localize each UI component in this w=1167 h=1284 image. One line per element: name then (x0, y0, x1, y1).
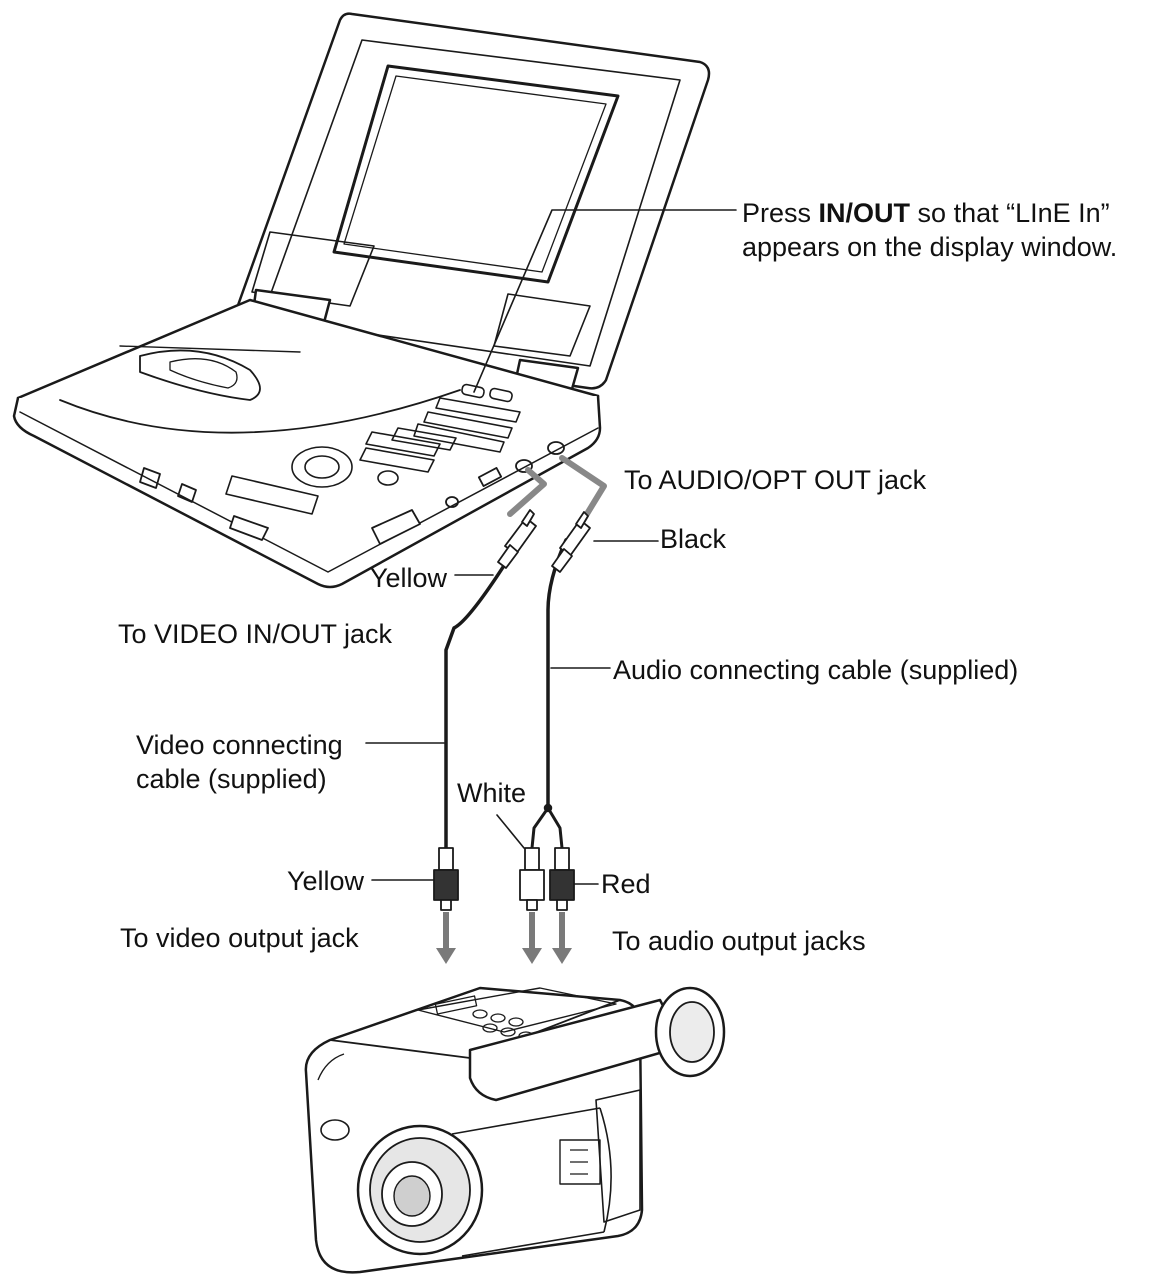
audio-opt-out-jack-label: To AUDIO/OPT OUT jack (624, 465, 927, 495)
video-output-jack-label: To video output jack (120, 923, 359, 953)
video-cable-label-line2: cable (supplied) (136, 764, 327, 794)
white-plug-label: White (457, 778, 527, 808)
video-cable-label-line1: Video connecting (136, 730, 343, 760)
audio-cable (546, 538, 568, 810)
screen (332, 64, 620, 284)
camcorder-illustration (304, 986, 726, 1274)
connection-arrows (436, 912, 572, 964)
rca-plugs (433, 847, 575, 911)
audio-output-jacks-label: To audio output jacks (612, 926, 866, 956)
in-key-label: IN (818, 198, 846, 228)
press-prefix: Press (742, 198, 819, 228)
red-plug-label: Red (601, 869, 651, 899)
yellow-plug-label-bottom: Yellow (287, 866, 365, 896)
video-in-out-jack-label: To VIDEO IN/OUT jack (118, 619, 393, 649)
press-suffix: so that “LInE In” (910, 198, 1110, 228)
leader-lines (365, 209, 737, 885)
audio-cable-label: Audio connecting cable (supplied) (613, 655, 1019, 685)
slash-label: / (845, 198, 854, 228)
press-instruction-line1: Press IN/OUT so that “LInE In” (742, 196, 1110, 230)
black-plug-label: Black (660, 524, 727, 554)
dvd-player-illustration (12, 12, 711, 589)
press-instruction-line2: appears on the display window. (742, 232, 1118, 262)
mini-plugs (497, 509, 591, 573)
out-key-label: OUT (853, 198, 911, 228)
video-cable (444, 548, 516, 850)
yellow-plug-label-top: Yellow (370, 563, 448, 593)
